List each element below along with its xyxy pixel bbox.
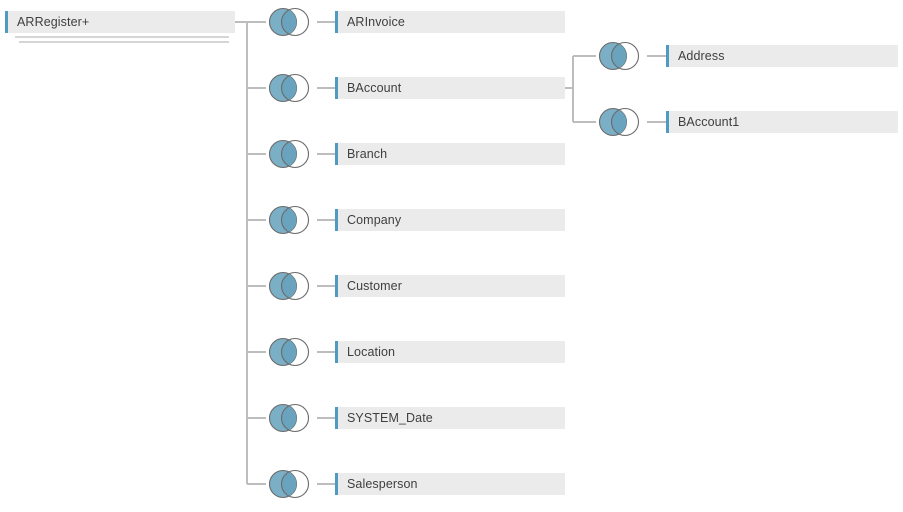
node-customer[interactable]: Customer xyxy=(335,275,565,297)
root-stack-line-2 xyxy=(19,41,229,43)
join-venn-icon[interactable] xyxy=(266,337,312,367)
connector-root-to-spine xyxy=(235,21,247,23)
node-accent-bar xyxy=(335,143,338,165)
connector-icon-to-label2-1 xyxy=(647,121,666,123)
node-branch[interactable]: Branch xyxy=(335,143,565,165)
root-node-label: ARRegister+ xyxy=(17,15,90,29)
node-arinvoice[interactable]: ARInvoice xyxy=(335,11,565,33)
node-location[interactable]: Location xyxy=(335,341,565,363)
node-baccount[interactable]: BAccount xyxy=(335,77,565,99)
join-venn-icon[interactable] xyxy=(266,271,312,301)
node-label: BAccount xyxy=(347,81,402,95)
join-venn-icon[interactable] xyxy=(266,205,312,235)
node-accent-bar xyxy=(335,11,338,33)
connector-stub-4 xyxy=(247,285,266,287)
connector-stub-2 xyxy=(247,153,266,155)
node-accent-bar xyxy=(335,407,338,429)
root-node-arregister[interactable]: ARRegister+ xyxy=(5,11,235,33)
connector-icon-to-label-1 xyxy=(317,87,335,89)
node-label: Branch xyxy=(347,147,388,161)
join-venn-icon[interactable] xyxy=(266,403,312,433)
join-venn-icon[interactable] xyxy=(596,41,642,71)
node-accent-bar xyxy=(335,275,338,297)
node-label: ARInvoice xyxy=(347,15,405,29)
join-venn-icon[interactable] xyxy=(266,73,312,103)
node-accent-bar xyxy=(335,473,338,495)
connector-icon-to-label2-0 xyxy=(647,55,666,57)
node-accent-bar xyxy=(335,209,338,231)
connector-stub-0 xyxy=(247,21,266,23)
node-system_date[interactable]: SYSTEM_Date xyxy=(335,407,565,429)
join-venn-icon[interactable] xyxy=(266,7,312,37)
node-company[interactable]: Company xyxy=(335,209,565,231)
connector-stub-3 xyxy=(247,219,266,221)
node-accent-bar xyxy=(335,77,338,99)
root-stack-line-1 xyxy=(15,36,229,38)
root-accent-bar xyxy=(5,11,8,33)
connector-icon-to-label-4 xyxy=(317,285,335,287)
node-accent-bar xyxy=(666,111,669,133)
connector-icon-to-label-0 xyxy=(317,21,335,23)
connector-stub-1 xyxy=(247,87,266,89)
node-label: SYSTEM_Date xyxy=(347,411,433,425)
node-label: Location xyxy=(347,345,396,359)
node-accent-bar xyxy=(666,45,669,67)
connector-stub-5 xyxy=(247,351,266,353)
join-venn-icon[interactable] xyxy=(266,139,312,169)
connector-level2-spine xyxy=(572,56,574,122)
connector-icon-to-label-6 xyxy=(317,417,335,419)
node-label: Company xyxy=(347,213,402,227)
connector-stub2-0 xyxy=(573,55,596,57)
connector-stub-6 xyxy=(247,417,266,419)
connector-baccount-to-spine2 xyxy=(565,87,573,89)
connector-level1-spine xyxy=(246,22,248,484)
node-label: Customer xyxy=(347,279,402,293)
node-label: Address xyxy=(678,49,725,63)
connector-stub-7 xyxy=(247,483,266,485)
connector-stub2-1 xyxy=(573,121,596,123)
connector-icon-to-label-3 xyxy=(317,219,335,221)
connector-icon-to-label-7 xyxy=(317,483,335,485)
node-salesperson[interactable]: Salesperson xyxy=(335,473,565,495)
join-venn-icon[interactable] xyxy=(266,469,312,499)
node-address[interactable]: Address xyxy=(666,45,898,67)
node-label: BAccount1 xyxy=(678,115,740,129)
connector-icon-to-label-2 xyxy=(317,153,335,155)
connector-icon-to-label-5 xyxy=(317,351,335,353)
join-venn-icon[interactable] xyxy=(596,107,642,137)
node-label: Salesperson xyxy=(347,477,418,491)
node-accent-bar xyxy=(335,341,338,363)
node-baccount1[interactable]: BAccount1 xyxy=(666,111,898,133)
